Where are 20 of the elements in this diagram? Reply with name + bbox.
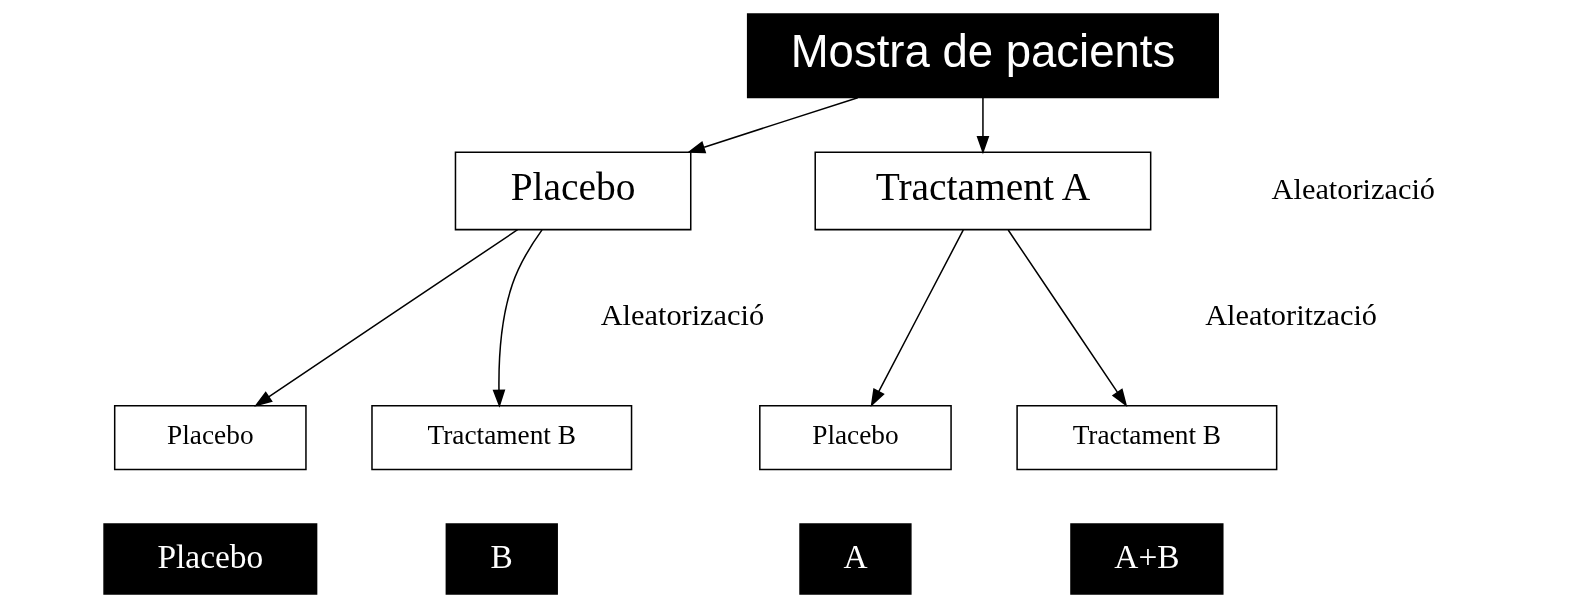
node-box: Tractament B (371, 404, 633, 471)
arrow (254, 228, 519, 407)
node-box: A (799, 523, 912, 595)
label: Aleatorizació (1271, 171, 1436, 206)
arrow (1007, 229, 1128, 407)
node-box: Tractament A (814, 151, 1152, 231)
node-box: Placebo (759, 404, 952, 471)
node-box: Placebo (103, 523, 318, 595)
node-box: A+B (1070, 523, 1224, 595)
arrow (870, 229, 965, 408)
node-box: Placebo (113, 404, 307, 471)
node-box: B (445, 523, 558, 595)
label: Aleatorització (1205, 298, 1378, 333)
arrow (976, 96, 990, 155)
node-box: Tractament B (1016, 404, 1278, 471)
arrow (686, 96, 859, 154)
arrow (492, 229, 543, 408)
node-box: Placebo (454, 151, 692, 231)
node-box: Mostra de pacients (746, 13, 1219, 99)
label: Aleatorizació (600, 298, 765, 333)
